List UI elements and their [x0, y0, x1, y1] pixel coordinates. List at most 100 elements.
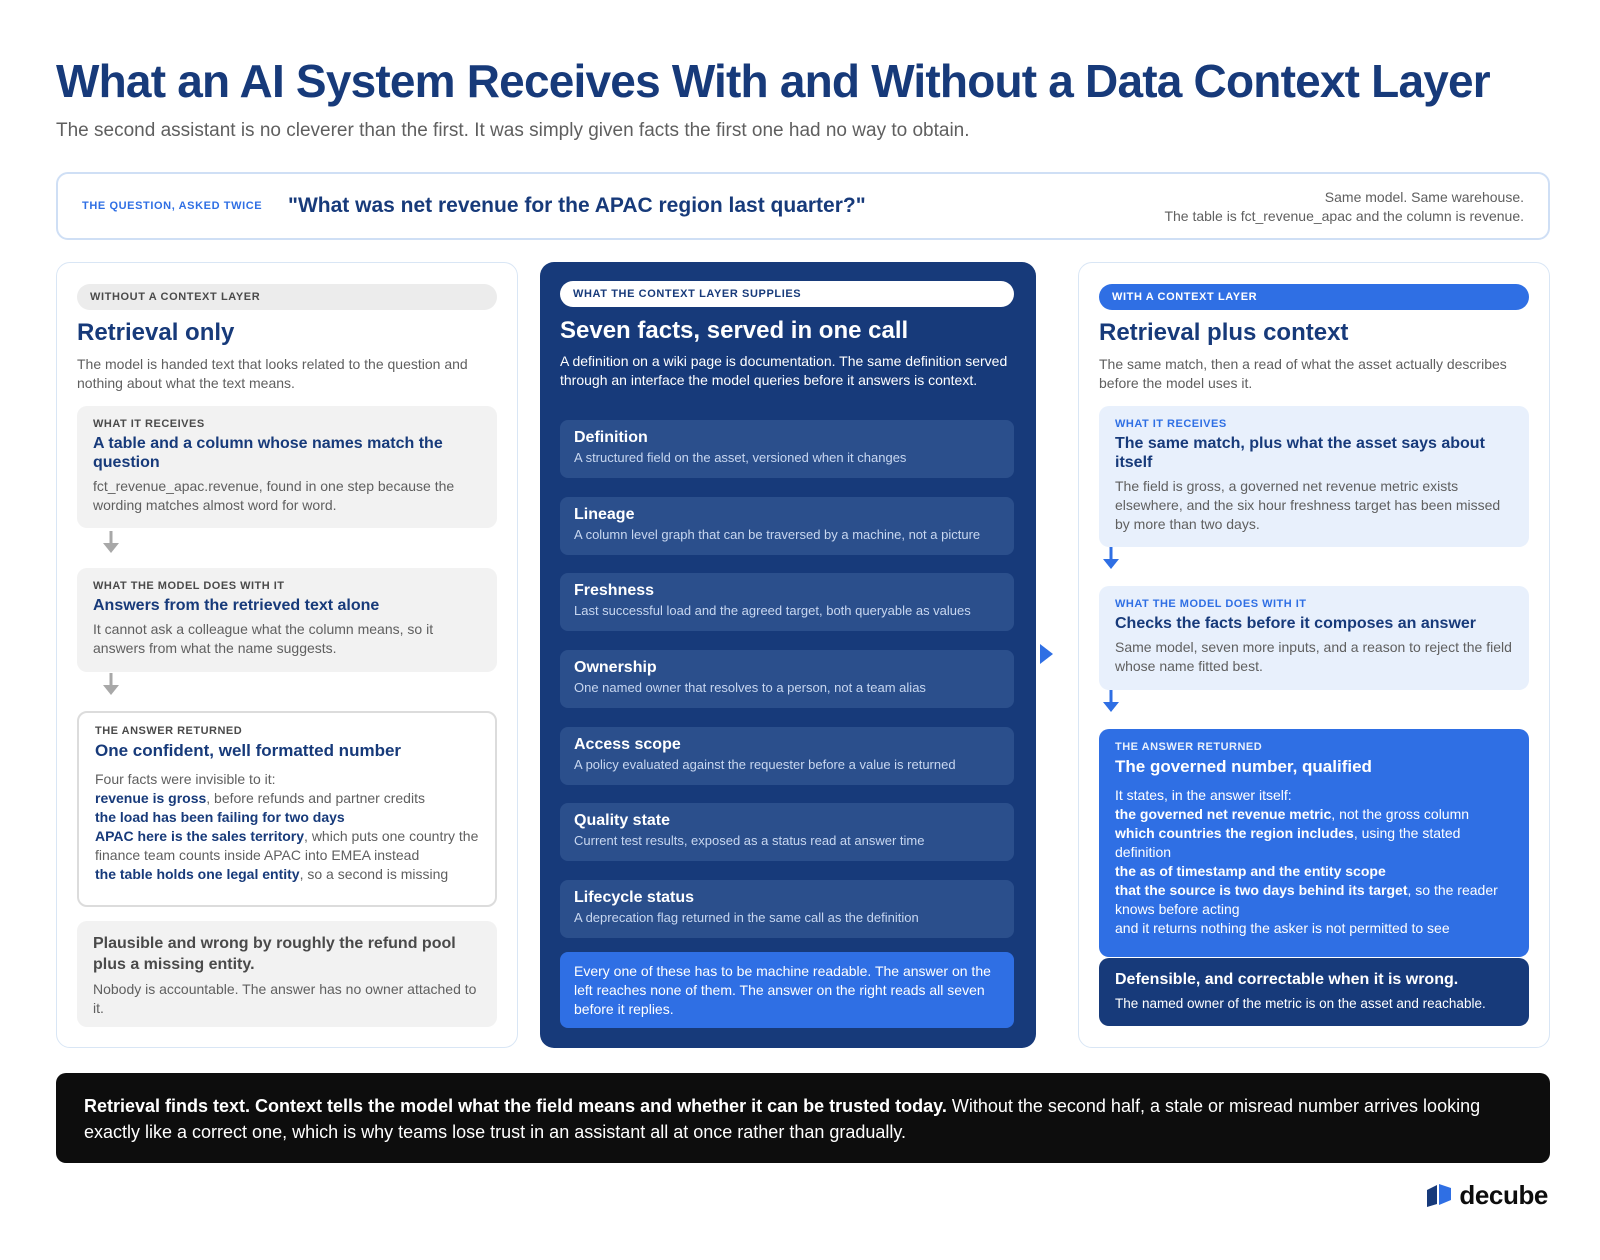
- down-arrow-icon: [103, 531, 119, 553]
- right-answer-item: the as of timestamp and the entity scope: [1115, 862, 1513, 881]
- right-answer-item-bold: that the source is two days behind its t…: [1115, 882, 1408, 898]
- left-answer-title: One confident, well formatted number: [95, 741, 402, 760]
- column-with-context: WITH A CONTEXT LAYER Retrieval plus cont…: [1078, 262, 1550, 1048]
- left-answer-item-rest: , so a second is missing: [299, 866, 449, 882]
- left-receives-eyebrow: WHAT IT RECEIVES: [93, 418, 205, 430]
- fact-desc: A structured field on the asset, version…: [574, 450, 907, 465]
- right-arrow-icon: [1040, 644, 1053, 664]
- pill-with-context: WITH A CONTEXT LAYER: [1099, 284, 1529, 310]
- left-receives-body: fct_revenue_apac.revenue, found in one s…: [93, 478, 455, 513]
- fact-access-scope: Access scope A policy evaluated against …: [560, 727, 1014, 785]
- middle-column-title: Seven facts, served in one call: [560, 317, 909, 344]
- right-answer-item: which countries the region includes, usi…: [1115, 824, 1513, 862]
- left-does-title: Answers from the retrieved text alone: [93, 597, 380, 614]
- left-column-title: Retrieval only: [77, 319, 235, 346]
- fact-desc: One named owner that resolves to a perso…: [574, 680, 926, 695]
- right-does-card: WHAT THE MODEL DOES WITH IT Checks the f…: [1099, 586, 1529, 690]
- down-arrow-icon: [103, 673, 119, 695]
- fact-desc: A column level graph that can be travers…: [574, 527, 981, 542]
- question-banner: THE QUESTION, ASKED TWICE "What was net …: [56, 172, 1550, 240]
- left-answer-item-rest: , before refunds and partner credits: [206, 790, 425, 806]
- question-note-line-2: The table is fct_revenue_apac and the co…: [1164, 208, 1524, 224]
- right-answer-card: THE ANSWER RETURNED The governed number,…: [1099, 729, 1529, 957]
- left-answer-item: APAC here is the sales territory, which …: [95, 827, 479, 865]
- left-receives-title: A table and a column whose names match t…: [93, 435, 443, 471]
- left-answer-intro: Four facts were invisible to it:: [95, 771, 276, 787]
- left-does-body: It cannot ask a colleague what the colum…: [93, 621, 434, 656]
- fact-name: Lifecycle status: [574, 889, 695, 906]
- right-answer-intro: It states, in the answer itself:: [1115, 787, 1292, 803]
- left-answer-item-bold: the table holds one legal entity: [95, 866, 300, 882]
- question-note: Same model. Same warehouse. The table is…: [1164, 188, 1524, 226]
- right-outcome-card: Defensible, and correctable when it is w…: [1099, 958, 1529, 1026]
- right-does-eyebrow: WHAT THE MODEL DOES WITH IT: [1115, 598, 1307, 610]
- left-answer-item-bold: APAC here is the sales territory: [95, 828, 305, 844]
- right-answer-item-rest: , not the gross column: [1331, 806, 1470, 822]
- logo-text: decube: [1459, 1179, 1548, 1210]
- down-arrow-icon: [1103, 690, 1119, 712]
- right-receives-card: WHAT IT RECEIVES The same match, plus wh…: [1099, 406, 1529, 547]
- fact-desc: A policy evaluated against the requester…: [574, 757, 956, 772]
- middle-note: Every one of these has to be machine rea…: [560, 952, 1014, 1028]
- left-does-card: WHAT THE MODEL DOES WITH IT Answers from…: [77, 568, 497, 672]
- question-text: "What was net revenue for the APAC regio…: [288, 194, 866, 217]
- right-column-desc: The same match, then a read of what the …: [1099, 356, 1507, 391]
- left-answer-item: the table holds one legal entity, so a s…: [95, 865, 479, 884]
- decube-logo-icon: [1427, 1184, 1452, 1207]
- right-outcome-title: Defensible, and correctable when it is w…: [1115, 971, 1459, 988]
- left-outcome-card: Plausible and wrong by roughly the refun…: [77, 921, 497, 1027]
- left-answer-eyebrow: THE ANSWER RETURNED: [95, 725, 243, 737]
- column-without-context: WITHOUT A CONTEXT LAYER Retrieval only T…: [56, 262, 518, 1048]
- left-receives-card: WHAT IT RECEIVES A table and a column wh…: [77, 406, 497, 528]
- right-answer-item: that the source is two days behind its t…: [1115, 881, 1513, 919]
- fact-definition: Definition A structured field on the ass…: [560, 420, 1014, 478]
- fact-ownership: Ownership One named owner that resolves …: [560, 650, 1014, 708]
- page-subtitle: The second assistant is no cleverer than…: [56, 120, 970, 141]
- right-answer-item-rest: and it returns nothing the asker is not …: [1115, 920, 1450, 936]
- fact-name: Definition: [574, 429, 648, 446]
- fact-lineage: Lineage A column level graph that can be…: [560, 497, 1014, 555]
- left-does-eyebrow: WHAT THE MODEL DOES WITH IT: [93, 580, 285, 592]
- fact-name: Ownership: [574, 659, 657, 676]
- left-answer-item-rest: , which puts one country the finance tea…: [95, 828, 479, 863]
- right-receives-title: The same match, plus what the asset says…: [1115, 435, 1485, 471]
- left-outcome-title: Plausible and wrong by roughly the refun…: [93, 935, 456, 973]
- fact-desc: Last successful load and the agreed targ…: [574, 603, 971, 618]
- left-answer-card: THE ANSWER RETURNED One confident, well …: [77, 711, 497, 907]
- pill-context-layer: WHAT THE CONTEXT LAYER SUPPLIES: [560, 281, 1014, 307]
- right-answer-list: It states, in the answer itself: the gov…: [1115, 786, 1513, 938]
- question-note-line-1: Same model. Same warehouse.: [1324, 189, 1524, 205]
- pill-without-context: WITHOUT A CONTEXT LAYER: [77, 284, 497, 310]
- fact-desc: Current test results, exposed as a statu…: [574, 833, 925, 848]
- right-does-title: Checks the facts before it composes an a…: [1115, 615, 1477, 632]
- right-answer-item-rest: , so the reader knows before acting: [1115, 882, 1498, 917]
- left-answer-item-bold: revenue is gross: [95, 790, 207, 806]
- right-answer-item: the governed net revenue metric, not the…: [1115, 805, 1513, 824]
- right-answer-title: The governed number, qualified: [1115, 757, 1372, 776]
- footer-rest: Without the second half, a stale or misr…: [84, 1096, 1481, 1142]
- page-title: What an AI System Receives With and With…: [56, 55, 1491, 107]
- footer-bold: Retrieval finds text. Context tells the …: [84, 1096, 947, 1116]
- fact-freshness: Freshness Last successful load and the a…: [560, 573, 1014, 631]
- left-answer-item: the load has been failing for two days: [95, 808, 479, 827]
- left-answer-list: Four facts were invisible to it: revenue…: [95, 770, 479, 884]
- right-does-body: Same model, seven more inputs, and a rea…: [1115, 639, 1512, 674]
- right-receives-eyebrow: WHAT IT RECEIVES: [1115, 418, 1227, 430]
- left-column-desc: The model is handed text that looks rela…: [77, 356, 468, 391]
- middle-column-desc: A definition on a wiki page is documenta…: [560, 353, 1008, 388]
- fact-name: Freshness: [574, 582, 655, 599]
- left-outcome-body: Nobody is accountable. The answer has no…: [93, 981, 477, 1016]
- right-column-title: Retrieval plus context: [1099, 319, 1349, 346]
- fact-quality-state: Quality state Current test results, expo…: [560, 803, 1014, 861]
- right-answer-item-rest: , using the stated definition: [1115, 825, 1461, 860]
- fact-name: Access scope: [574, 736, 681, 753]
- right-outcome-body: The named owner of the metric is on the …: [1115, 996, 1486, 1011]
- down-arrow-icon: [1103, 547, 1119, 569]
- decube-logo: decube: [1425, 1180, 1548, 1210]
- fact-lifecycle-status: Lifecycle status A deprecation flag retu…: [560, 880, 1014, 938]
- right-answer-item-bold: the as of timestamp and the entity scope: [1115, 863, 1386, 879]
- fact-name: Lineage: [574, 506, 635, 523]
- right-receives-body: The field is gross, a governed net reven…: [1115, 478, 1501, 532]
- fact-desc: A deprecation flag returned in the same …: [574, 910, 919, 925]
- column-context-layer: WHAT THE CONTEXT LAYER SUPPLIES Seven fa…: [540, 262, 1036, 1048]
